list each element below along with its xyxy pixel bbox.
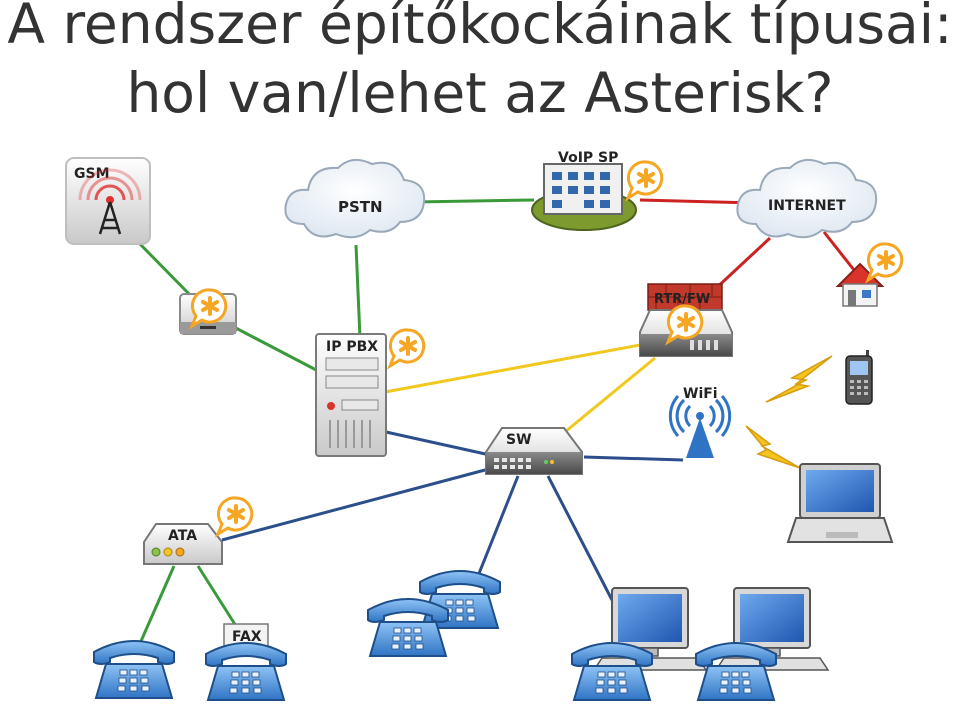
link-sw-pcs — [548, 476, 612, 600]
switch-node: SW — [486, 428, 582, 474]
link-ata-phone — [138, 566, 174, 648]
internet-cloud: INTERNET — [737, 160, 876, 237]
voip-sp-node: VoIP SP — [532, 150, 662, 230]
mobile-phone-node — [846, 350, 872, 404]
link-gateway-ippbx — [232, 326, 320, 372]
gsm-gateway-node — [180, 290, 236, 334]
link-ata-fax — [198, 566, 236, 626]
ata-phone-icon — [94, 641, 174, 698]
wifi-node: WiFi — [670, 386, 729, 458]
fax-phone-icon — [206, 643, 286, 700]
pstn-cloud: PSTN — [285, 160, 424, 237]
home-node — [838, 244, 902, 306]
voip-sp-label: VoIP SP — [558, 150, 618, 166]
link-rtr-sw — [560, 358, 655, 436]
ata-node: ATA — [144, 498, 252, 564]
link-internet-home — [824, 232, 854, 270]
link-sw-phones — [474, 476, 518, 586]
ip-pbx-label: IP PBX — [326, 339, 378, 355]
link-sw-ata — [222, 466, 500, 540]
router-firewall-node: RTR/FW — [640, 284, 732, 356]
internet-label: INTERNET — [768, 198, 846, 214]
asterisk-badge-icon — [390, 330, 424, 366]
sw-label: SW — [506, 432, 532, 448]
asterisk-badge-icon — [628, 162, 662, 198]
link-pstn-ippbx — [356, 245, 360, 338]
link-gsm-gateway — [140, 244, 195, 300]
ip-phone-icon — [368, 599, 448, 656]
pstn-label: PSTN — [338, 198, 383, 216]
wifi-label: WiFi — [683, 386, 718, 402]
softphone-phone-icon — [572, 643, 652, 700]
lightning-bolt-icon — [746, 356, 832, 468]
link-pstn-voipsp — [415, 200, 534, 202]
link-sw-wifi — [584, 457, 683, 460]
asterisk-badge-icon — [868, 244, 902, 280]
softphone-phone-icon — [696, 643, 776, 700]
asterisk-badge-icon — [218, 498, 252, 534]
gsm-node: GSM — [66, 158, 150, 244]
laptop-node — [788, 464, 892, 542]
link-sw-ippbx — [386, 432, 490, 455]
ata-label: ATA — [168, 528, 197, 544]
